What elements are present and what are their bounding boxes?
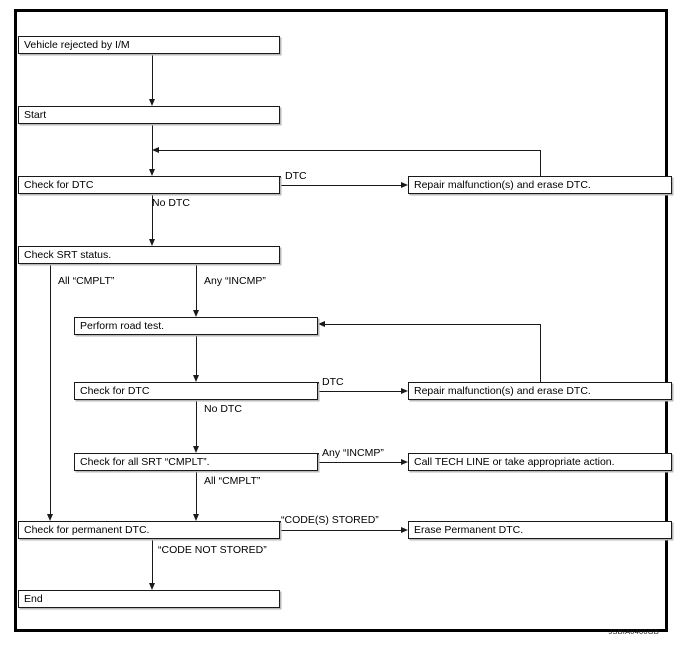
- node-label: Perform road test.: [80, 319, 165, 332]
- branch1-dtc-line: [280, 185, 404, 186]
- figure-border: [14, 9, 668, 632]
- node-call-tech-line[interactable]: Call TECH LINE or take appropriate actio…: [408, 453, 672, 471]
- node-label: Check SRT status.: [24, 248, 112, 261]
- edge-label-dtc-1: DTC: [285, 170, 307, 182]
- node-label: Repair malfunction(s) and erase DTC.: [414, 384, 591, 397]
- feedback1-return: [156, 150, 541, 151]
- edge-label-no-dtc-1: No DTC: [152, 197, 190, 209]
- edge-label-all-cmplt-2: All “CMPLT”: [204, 475, 261, 487]
- node-label: Call TECH LINE or take appropriate actio…: [414, 455, 615, 468]
- branch-incmp2-line: [318, 462, 404, 463]
- node-repair-and-erase-dtc-2[interactable]: Repair malfunction(s) and erase DTC.: [408, 382, 672, 400]
- edge-label-all-cmplt-1: All “CMPLT”: [58, 275, 115, 287]
- arrowhead-tech-line: [401, 458, 408, 465]
- edge-label-dtc-2: DTC: [322, 376, 344, 388]
- connector-checkdtc2-to-allsrt: [196, 400, 197, 446]
- arrowhead-road-test: [192, 310, 199, 317]
- arrowhead-end: [148, 583, 155, 590]
- arrowhead-start: [148, 99, 155, 106]
- connector-vehicle-to-start: [152, 54, 153, 99]
- node-label: Erase Permanent DTC.: [414, 523, 524, 536]
- edge-label-any-incmp-2: Any “INCMP”: [322, 447, 384, 459]
- arrowhead-permanent-center: [192, 514, 199, 521]
- node-perform-road-test[interactable]: Perform road test.: [74, 317, 318, 335]
- node-repair-and-erase-dtc-1[interactable]: Repair malfunction(s) and erase DTC.: [408, 176, 672, 194]
- branch-codes-stored-stub: [280, 521, 281, 530]
- arrowhead-check-dtc2: [192, 375, 199, 382]
- node-label: Repair malfunction(s) and erase DTC.: [414, 178, 591, 191]
- arrowhead-all-srt: [192, 446, 199, 453]
- node-label: Vehicle rejected by I/M: [24, 38, 130, 51]
- node-end[interactable]: End: [18, 590, 280, 608]
- node-label: Start: [24, 108, 47, 121]
- arrowhead-permanent-left: [46, 514, 53, 521]
- feedback2-riser: [540, 324, 541, 382]
- branch-codes-stored-line: [280, 530, 404, 531]
- node-check-for-dtc-2[interactable]: Check for DTC: [74, 382, 318, 400]
- connector-allsrt-to-permanent: [196, 471, 197, 514]
- figure-reference-id: JSBIA0400GB: [608, 627, 659, 636]
- connector-checkdtc1-to-srt: [152, 194, 153, 239]
- branch2-dtc-line: [318, 391, 404, 392]
- node-label: Check for DTC: [24, 178, 94, 191]
- arrowhead-feedback2: [318, 320, 325, 327]
- node-check-srt-status[interactable]: Check SRT status.: [18, 246, 280, 264]
- arrowhead-repair1: [401, 181, 408, 188]
- arrowhead-repair2: [401, 387, 408, 394]
- node-check-for-all-srt-cmplt[interactable]: Check for all SRT “CMPLT”.: [74, 453, 318, 471]
- arrowhead-feedback1: [152, 146, 159, 153]
- arrowhead-check-srt: [148, 239, 155, 246]
- connector-roadtest-to-checkdtc2: [196, 335, 197, 375]
- branch-incmp2-stub: [318, 453, 319, 462]
- node-check-for-dtc-1[interactable]: Check for DTC: [18, 176, 280, 194]
- feedback1-riser: [540, 150, 541, 176]
- node-start[interactable]: Start: [18, 106, 280, 124]
- branch2-dtc-stub: [318, 382, 319, 391]
- edge-label-any-incmp-1: Any “INCMP”: [204, 275, 266, 287]
- edge-label-code-not-stored: “CODE NOT STORED”: [158, 544, 267, 556]
- node-vehicle-rejected[interactable]: Vehicle rejected by I/M: [18, 36, 280, 54]
- edge-label-codes-stored: “CODE(S) STORED”: [281, 514, 379, 526]
- node-label: Check for permanent DTC.: [24, 523, 150, 536]
- branch-any-incmp-drop: [196, 264, 197, 310]
- arrowhead-check-dtc1: [148, 169, 155, 176]
- edge-label-no-dtc-2: No DTC: [204, 403, 242, 415]
- node-erase-permanent-dtc[interactable]: Erase Permanent DTC.: [408, 521, 672, 539]
- connector-permanent-to-end: [152, 539, 153, 583]
- node-label: End: [24, 592, 43, 605]
- node-label: Check for DTC: [80, 384, 150, 397]
- arrowhead-erase-permanent: [401, 526, 408, 533]
- node-label: Check for all SRT “CMPLT”.: [80, 455, 210, 468]
- branch1-dtc-stub: [280, 176, 281, 185]
- node-check-for-permanent-dtc[interactable]: Check for permanent DTC.: [18, 521, 280, 539]
- branch-all-cmplt-drop: [50, 264, 51, 514]
- feedback2-return: [322, 324, 541, 325]
